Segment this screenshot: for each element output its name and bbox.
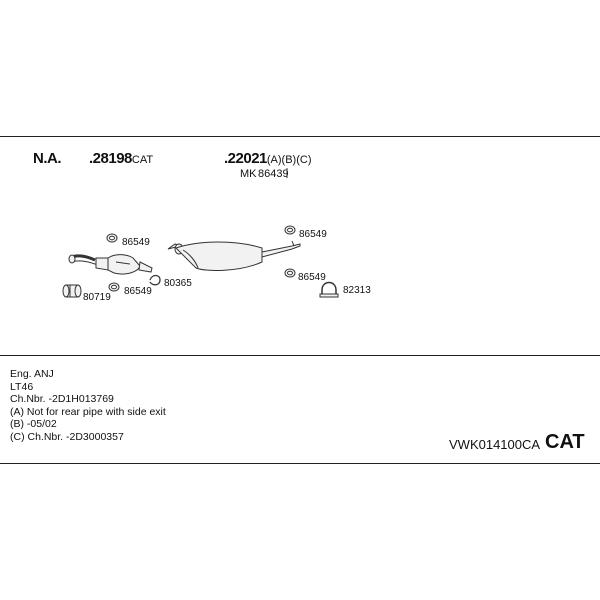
note-line: (C) Ch.Nbr. -2D3000357	[10, 430, 124, 443]
callout-86549-top-right: 86549	[299, 229, 327, 240]
callout-86549-top-left: 86549	[122, 237, 150, 248]
u-bolt-clamp-82313-icon	[319, 281, 339, 298]
note-line: Ch.Nbr. -2D1H013769	[10, 393, 114, 405]
note-line: (A) Not for rear pipe with side exit	[10, 405, 166, 418]
rubber-ring-icon-1	[106, 233, 118, 243]
rear-muffler-icon	[167, 240, 301, 271]
mid-border-line	[0, 355, 600, 356]
callout-80719: 80719	[83, 292, 111, 303]
callout-86549-bottom-left: 86549	[124, 286, 152, 297]
catalytic-converter-icon	[68, 254, 153, 275]
part-28198-suffix: CAT	[131, 154, 154, 166]
notes-block: Eng. ANJ LT46 Ch.Nbr. -2D1H013769 (A) No…	[10, 368, 166, 443]
rubber-ring-icon-4	[108, 282, 120, 292]
bottom-border-line	[0, 463, 600, 464]
callout-86549-mid-right: 86549	[298, 272, 326, 283]
callout-80365: 80365	[164, 278, 192, 289]
note-line: Eng. ANJ	[10, 368, 54, 380]
part-22021-suffix: (A)(B)(C)	[266, 154, 312, 166]
callout-82313: 82313	[343, 285, 371, 296]
gasket-80365-icon	[149, 274, 161, 286]
kit-code: VWK014100CA	[449, 437, 541, 452]
part-28198-label: .28198CAT	[89, 150, 153, 168]
type-label: CAT	[545, 431, 585, 453]
rubber-ring-icon-2	[284, 225, 296, 235]
part-28198-number: 28198	[92, 150, 133, 167]
part-28198-dot: .	[89, 150, 93, 167]
part-22021-label: .22021(A)(B)(C)	[224, 150, 312, 168]
rubber-ring-icon-3	[284, 268, 296, 278]
top-border-line	[0, 136, 600, 137]
na-label: N.A.	[33, 150, 62, 167]
mk-number: 86439	[258, 168, 289, 180]
part-22021-number: 22021	[227, 150, 268, 167]
clamp-80719-icon	[62, 284, 82, 298]
part-22021-dot: .	[224, 150, 228, 167]
mk-label: MK	[240, 168, 257, 180]
note-line: LT46	[10, 380, 34, 393]
note-line: (B) -05/02	[10, 418, 57, 430]
